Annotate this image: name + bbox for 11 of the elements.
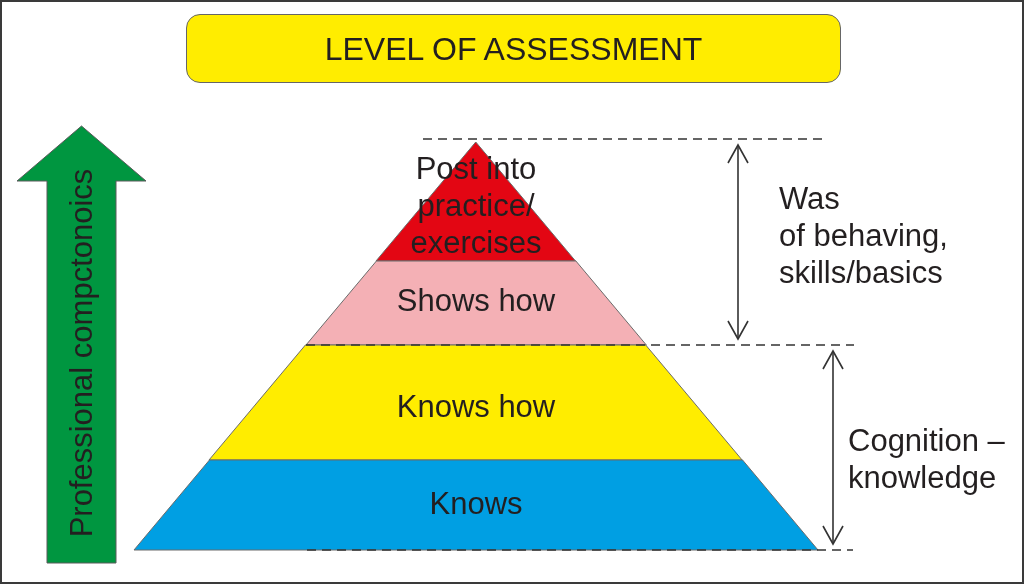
tier-label: Shows how [396, 281, 556, 319]
pyramid-tier [209, 345, 743, 460]
side-label: Was of behaving, skills/basics [779, 180, 948, 291]
side-label: Cognition – knowledge [848, 422, 1005, 496]
banner-text: LEVEL OF ASSESSMENT [324, 29, 703, 68]
tier-label: Knows [429, 484, 523, 522]
heading-banner [186, 14, 841, 83]
arrow-label: Professional compctonoics [62, 168, 100, 538]
tier-label: Knows how [396, 387, 556, 425]
pyramid-tier [134, 460, 818, 550]
up-arrow [17, 126, 146, 563]
